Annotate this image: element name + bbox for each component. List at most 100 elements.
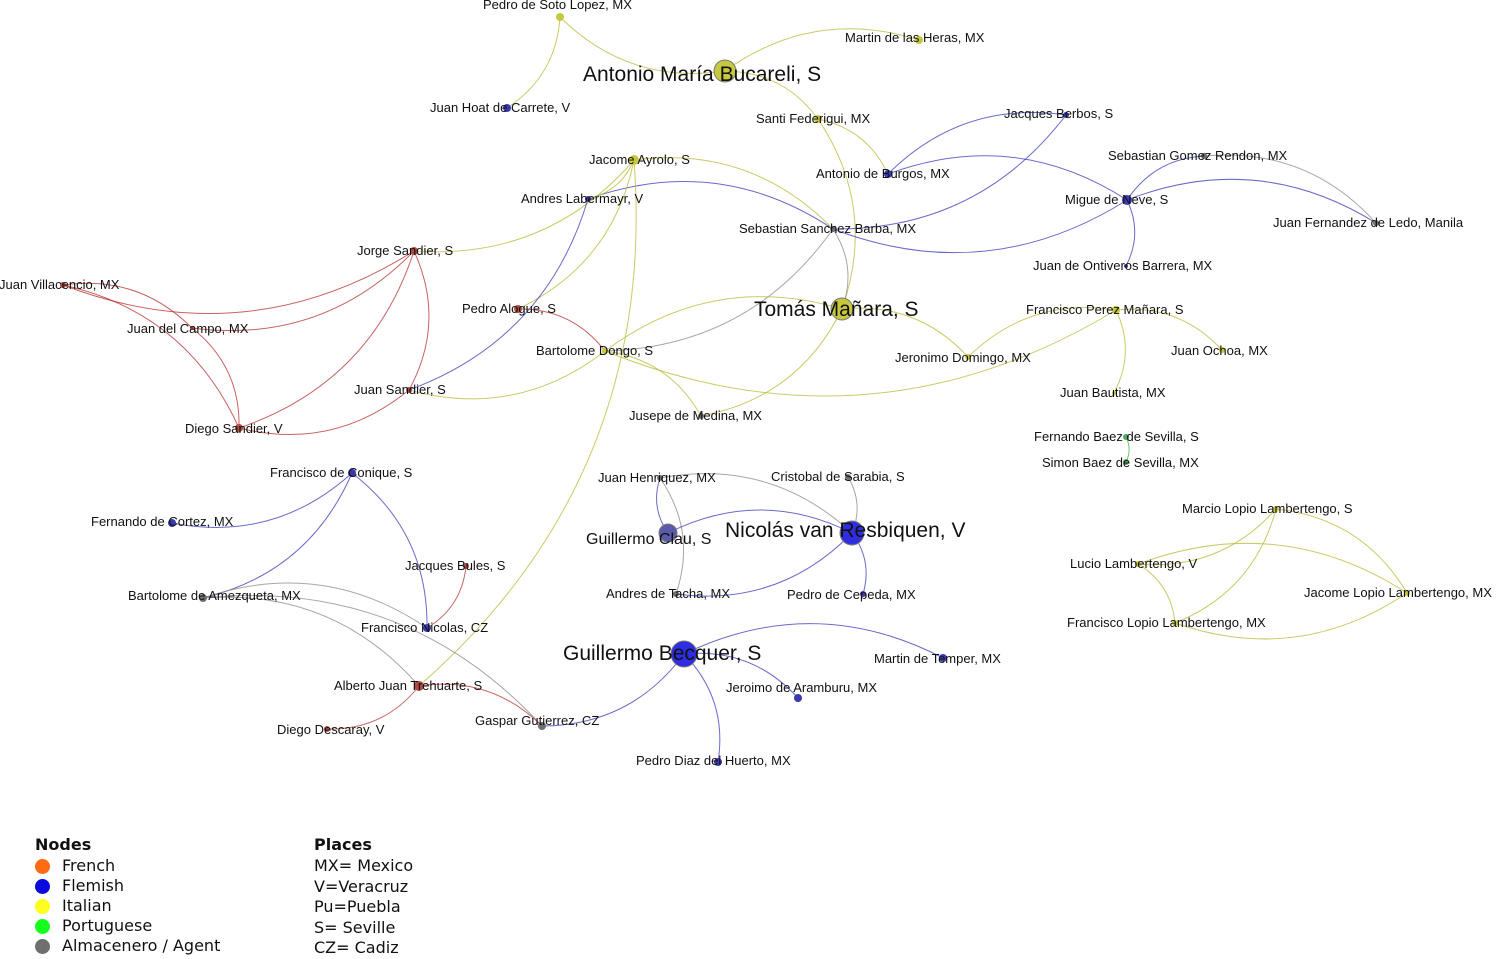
edge-ayrolo-alogue xyxy=(517,159,635,310)
node-dongo[interactable] xyxy=(602,348,608,354)
node-label-ontiveros: Juan de Ontiveros Barrera, MX xyxy=(1033,258,1213,273)
node-ledo[interactable] xyxy=(1373,220,1379,226)
node-campo[interactable] xyxy=(190,326,194,330)
node-ayrolo[interactable] xyxy=(629,155,639,165)
edge-marcio-lucio xyxy=(1137,508,1277,566)
node-label-flopio: Francisco Lopio Lambertengo, MX xyxy=(1067,615,1266,630)
place-item: V=Veracruz xyxy=(314,876,409,896)
legend-item-portuguese: Portuguese xyxy=(35,916,220,936)
node-hoat[interactable] xyxy=(503,104,511,112)
node-bules[interactable] xyxy=(463,563,469,569)
node-tacha[interactable] xyxy=(673,591,679,597)
edge-alogue-dongo xyxy=(517,308,606,352)
node-gomez[interactable] xyxy=(1201,153,1207,159)
node-label-sbaez: Simon Baez de Sevilla, MX xyxy=(1042,455,1199,470)
edge-dongo-manara xyxy=(604,296,843,352)
node-label-bautista: Juan Bautista, MX xyxy=(1060,385,1166,400)
node-label-hoat: Juan Hoat de Carrete, V xyxy=(430,100,571,115)
node-henriquez[interactable] xyxy=(657,475,663,481)
node-federigui[interactable] xyxy=(814,115,822,123)
node-bucareli[interactable] xyxy=(713,59,737,83)
edge-becquer-huerto xyxy=(683,653,721,763)
node-jusandier[interactable] xyxy=(406,387,412,393)
node-burgos[interactable] xyxy=(884,170,892,178)
node-flopio[interactable] xyxy=(1172,620,1178,626)
node-resbiquen[interactable] xyxy=(839,520,865,546)
node-lucio[interactable] xyxy=(1135,561,1141,567)
edge-ayrolo-trehuarte xyxy=(418,159,637,687)
node-label-cepeda: Pedro de Cepeda, MX xyxy=(787,587,916,602)
node-berbos[interactable] xyxy=(1063,112,1069,118)
node-label-descaray: Diego Descaray, V xyxy=(277,722,385,737)
node-villacencio[interactable] xyxy=(60,282,66,288)
node-labermayr[interactable] xyxy=(585,196,591,202)
node-ochoa[interactable] xyxy=(1219,347,1225,353)
node-alogue[interactable] xyxy=(514,305,522,313)
node-marcio[interactable] xyxy=(1273,506,1279,512)
node-label-fperez: Francisco Perez Mañara, S xyxy=(1026,302,1184,317)
node-huerto[interactable] xyxy=(714,758,722,766)
legend-label: French xyxy=(62,856,116,875)
node-label-villacencio: Juan Villacencio, MX xyxy=(0,277,120,292)
edge-conique-cortez xyxy=(171,472,353,528)
portuguese-swatch-icon xyxy=(35,918,50,934)
legend-nodes: Nodes French Flemish Italian Portuguese … xyxy=(35,835,220,956)
node-cepeda[interactable] xyxy=(860,591,866,597)
node-temper[interactable] xyxy=(939,654,947,662)
node-conique[interactable] xyxy=(348,469,356,477)
edge-fperez-bautista xyxy=(1113,309,1126,394)
node-clau[interactable] xyxy=(658,523,678,543)
node-amezqueta[interactable] xyxy=(199,594,207,602)
node-gutierrez[interactable] xyxy=(538,722,546,730)
edge-fperez-ochoa xyxy=(1115,308,1223,351)
node-sarabia[interactable] xyxy=(845,474,851,480)
node-soto[interactable] xyxy=(556,13,564,21)
node-heras[interactable] xyxy=(915,36,923,44)
edge-trehuarte-descaray xyxy=(326,685,420,730)
node-barba[interactable] xyxy=(830,226,836,232)
node-label-bules: Jacques Bules, S xyxy=(405,558,506,573)
node-label-heras: Martin de las Heras, MX xyxy=(845,30,985,45)
node-label-domingo: Jeronimo Domingo, MX xyxy=(895,350,1031,365)
node-fnicolas[interactable] xyxy=(423,624,431,632)
node-bautista[interactable] xyxy=(1112,391,1116,395)
edge-lucio-jacome xyxy=(1137,542,1408,594)
edge-domingo-fperez xyxy=(967,307,1117,358)
edge-neve-barba xyxy=(832,199,1128,254)
node-cortez[interactable] xyxy=(168,519,176,527)
edge-ayrolo-labermayr xyxy=(587,159,635,200)
node-descaray[interactable] xyxy=(324,726,330,732)
node-ontiveros[interactable] xyxy=(1124,264,1128,268)
node-trehuarte[interactable] xyxy=(414,681,424,691)
edge-amezqueta-fnicolas xyxy=(202,582,428,629)
node-medina[interactable] xyxy=(698,413,704,419)
edge-conique-fnicolas xyxy=(351,472,428,629)
node-fbaez[interactable] xyxy=(1123,434,1129,440)
node-jacome[interactable] xyxy=(1404,590,1410,596)
legend-item-agent: Almacenero / Agent xyxy=(35,936,220,956)
node-label-huerto: Pedro Diaz del Huerto, MX xyxy=(636,753,791,768)
place-item: MX= Mexico xyxy=(314,856,414,875)
node-label-resbiquen: Nicolás van Resbiquen, V xyxy=(725,519,965,542)
legend-nodes-title: Nodes xyxy=(35,835,92,854)
node-jsandier[interactable] xyxy=(410,247,418,255)
node-sbaez[interactable] xyxy=(1123,459,1129,465)
legend-item-french: French xyxy=(35,856,220,876)
node-label-medina: Jusepe de Medina, MX xyxy=(629,408,762,423)
node-domingo[interactable] xyxy=(965,354,971,360)
edge-ayrolo-barba xyxy=(633,157,834,230)
node-neve[interactable] xyxy=(1122,195,1132,205)
edge-neve-gomez xyxy=(1126,155,1205,201)
node-manara[interactable] xyxy=(830,297,854,321)
legend-label: Flemish xyxy=(62,876,124,895)
node-fperez[interactable] xyxy=(1112,306,1120,314)
node-label-henriquez: Juan Henriquez, MX xyxy=(598,470,716,485)
node-dsandier[interactable] xyxy=(235,424,243,432)
node-label-burgos: Antonio de Burgos, MX xyxy=(816,166,950,181)
edge-barba-dongo xyxy=(604,228,834,352)
edge-trehuarte-gutierrez xyxy=(418,683,543,727)
node-becquer[interactable] xyxy=(670,640,698,668)
node-aramburu[interactable] xyxy=(794,694,802,702)
